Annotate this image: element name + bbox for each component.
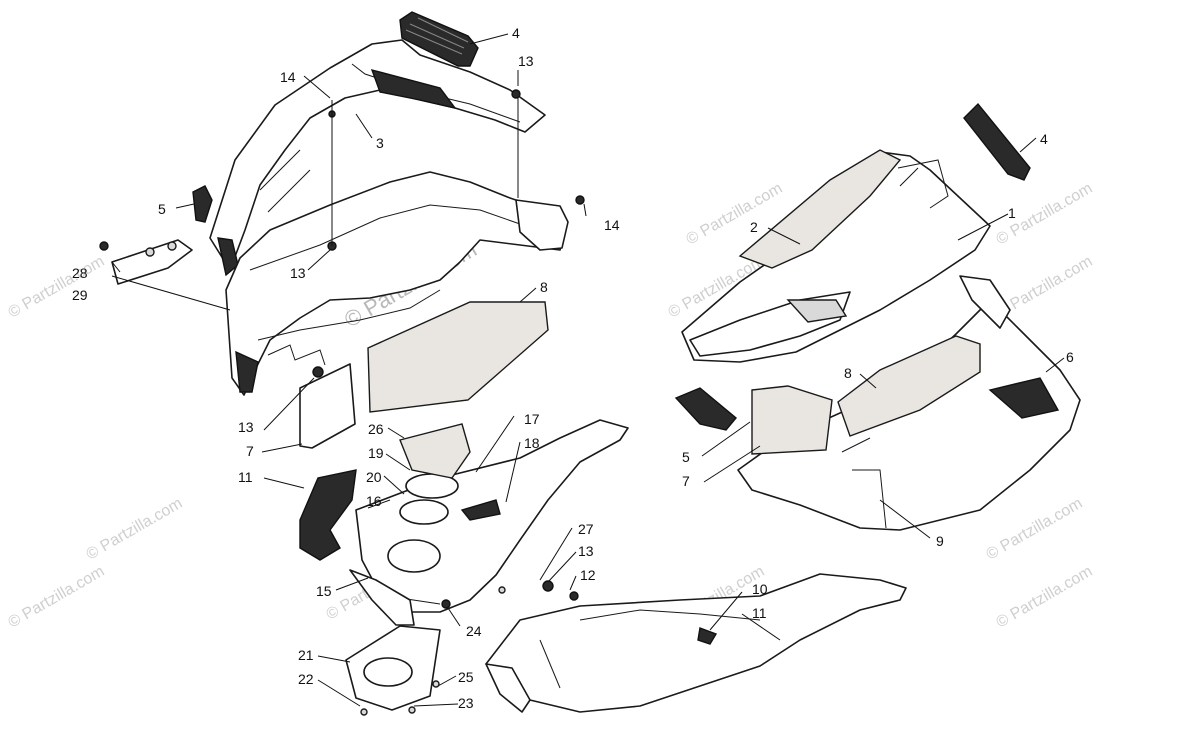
- part-4-vent-grille-left: [399, 11, 479, 67]
- callout-17: 17: [524, 411, 540, 427]
- callout-8-left: 8: [540, 279, 548, 295]
- callout-24: 24: [466, 623, 482, 639]
- part-8-foam-left: [367, 301, 549, 413]
- part-5-small-vent-left: [192, 185, 213, 223]
- callout-11-right: 11: [752, 605, 767, 621]
- callout-5-left: 5: [158, 201, 166, 217]
- callout-28: 28: [72, 265, 88, 281]
- part-21-duct-lower: [345, 625, 441, 711]
- callout-10: 10: [752, 581, 768, 597]
- callout-19: 19: [368, 445, 384, 461]
- callout-2: 2: [750, 219, 758, 235]
- callout-18: 18: [524, 435, 540, 451]
- part-11-side-duct-left: [299, 469, 415, 626]
- part-7-foam-block-left: [299, 363, 356, 449]
- callout-29: 29: [72, 287, 88, 303]
- callout-15: 15: [316, 583, 332, 599]
- callout-13-b: 13: [290, 265, 306, 281]
- callout-14-b: 14: [604, 217, 620, 233]
- callout-7-left: 7: [246, 443, 254, 459]
- callout-labels: 1 2 3 4 4 5 5 6 7 7 8 8 9 10 11 11 12 13…: [72, 25, 1074, 711]
- callout-3: 3: [376, 135, 384, 151]
- callout-4-right: 4: [1040, 131, 1048, 147]
- callout-4-left: 4: [512, 25, 520, 41]
- watermark-text: © Partzilla.com: [6, 563, 108, 632]
- callout-12: 12: [580, 567, 596, 583]
- fasteners-upper-left: [312, 89, 585, 378]
- part-6-side-panel-lower: [737, 275, 1081, 531]
- watermark-text: © Partzilla.com: [6, 253, 108, 322]
- part-26-foam-pad: [399, 423, 471, 479]
- callout-6: 6: [1066, 349, 1074, 365]
- callout-11-left: 11: [238, 469, 253, 485]
- part-2-foam-right: [738, 149, 902, 269]
- callout-8-right: 8: [844, 365, 852, 381]
- part-11-skid-pan-right: [485, 573, 907, 713]
- watermark-text: © Partzilla.com: [984, 495, 1086, 564]
- part-4-vent-grille-right: [963, 102, 1031, 181]
- part-7-foam-block-right: [751, 385, 833, 455]
- callout-9: 9: [936, 533, 944, 549]
- callout-22: 22: [298, 671, 314, 687]
- part-8-foam-right: [837, 335, 981, 437]
- hood-frame: [225, 171, 569, 396]
- callout-25: 25: [458, 669, 474, 685]
- callout-14-a: 14: [280, 69, 296, 85]
- watermark-text: © Partzilla.com: [994, 563, 1096, 632]
- callout-21: 21: [298, 647, 314, 663]
- callout-13-d: 13: [578, 543, 594, 559]
- callout-27: 27: [578, 521, 594, 537]
- callout-7-right: 7: [682, 473, 690, 489]
- callout-16: 16: [366, 493, 382, 509]
- callout-5-right: 5: [682, 449, 690, 465]
- part-5-small-vent-right: [674, 387, 737, 431]
- watermark-text: © Partzilla.com: [84, 495, 186, 564]
- callout-20: 20: [366, 469, 382, 485]
- part-3-upper-hood: [209, 39, 546, 277]
- fasteners-right: [542, 580, 579, 601]
- callout-13-c: 13: [238, 419, 254, 435]
- callout-1: 1: [1008, 205, 1016, 221]
- callout-13-a: 13: [518, 53, 534, 69]
- fasteners-lower-left: [360, 586, 506, 716]
- part-29-bracket: [99, 239, 193, 285]
- callout-23: 23: [458, 695, 474, 711]
- leader-lines: [111, 33, 1065, 707]
- callout-26: 26: [368, 421, 384, 437]
